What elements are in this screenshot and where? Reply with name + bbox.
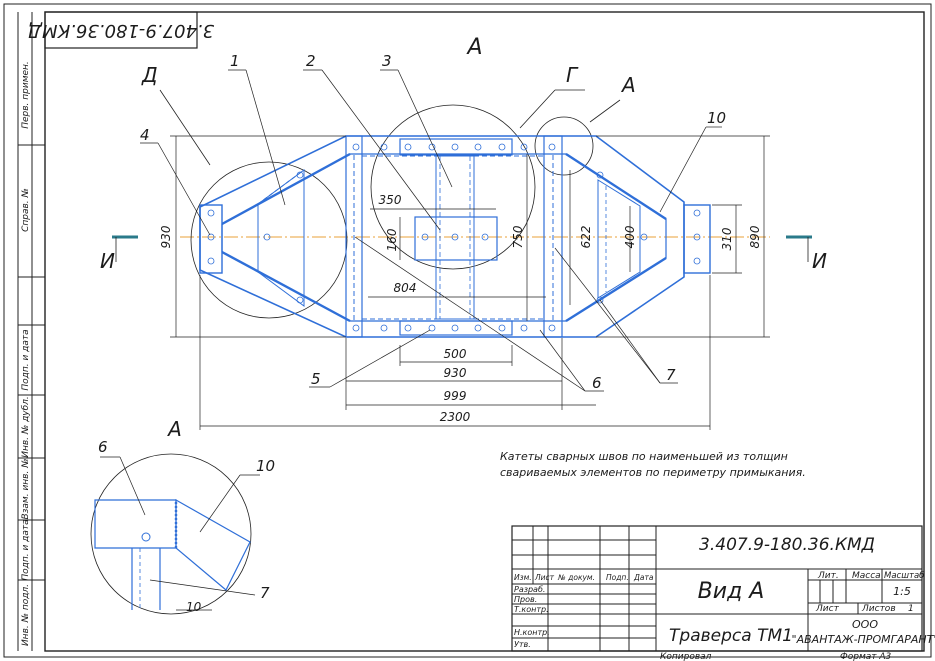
tb-scale-label: Масштаб <box>884 571 924 581</box>
side-label: Справ. № <box>21 188 31 232</box>
dim-750: 750 <box>511 225 525 248</box>
side-label: Подп. и дата <box>21 519 31 580</box>
callout-label-g: Г <box>566 63 579 87</box>
detail-position: 6 <box>98 438 108 456</box>
detail-view-a: А 6 10 7 10 <box>90 417 275 615</box>
tb-header: Подп. <box>606 573 629 582</box>
tb-sheets-label: Листов <box>861 604 896 614</box>
tb-role: Разраб. <box>514 585 545 594</box>
section-label-left: И <box>100 249 115 273</box>
dim-350: 350 <box>379 193 402 207</box>
outer-frame <box>3 3 932 658</box>
leader-g <box>519 89 556 129</box>
tb-header: Лист <box>534 573 555 582</box>
tb-code: 3.407.9-180.36.КМД <box>699 535 875 555</box>
detail-weld-size: 10 <box>186 600 202 614</box>
side-label: Взам. инв. № <box>21 458 31 519</box>
tb-scale-value: 1:5 <box>893 585 911 598</box>
callout-label-d: Д <box>141 63 158 87</box>
detail-position: 10 <box>256 457 275 475</box>
title-block <box>511 525 923 652</box>
tb-copied: Копировал <box>660 652 712 661</box>
side-labels: Перв. примен. Справ. № Подп. и дата Инв.… <box>21 61 31 646</box>
detail-position: 7 <box>260 584 270 602</box>
section-mark-left: И <box>100 235 138 273</box>
tb-sheet-name: Вид А <box>698 579 765 604</box>
tb-company-1: ООО <box>852 618 878 631</box>
note-line-1: Катеты сварных швов по наименьшей из тол… <box>500 450 788 463</box>
dimension-lines <box>170 135 770 430</box>
code-stamp-text: 3.407.9-180.36.КМД <box>28 20 214 41</box>
dim-930-left: 930 <box>159 225 173 248</box>
dim-500: 500 <box>444 347 467 361</box>
position-number: 2 <box>306 52 316 70</box>
leader-d <box>159 89 211 166</box>
position-number: 4 <box>140 126 150 144</box>
tb-header: Изм. <box>514 573 532 582</box>
tb-sheet-label: Лист <box>815 604 840 614</box>
callout-circle-a <box>534 116 594 176</box>
view-label-a: А <box>465 35 482 60</box>
tb-role: Пров. <box>514 595 537 604</box>
section-mark-right: И <box>786 235 827 273</box>
callout-label-a: А <box>620 73 636 97</box>
side-label: Подп. и дата <box>21 329 31 390</box>
leader-a <box>589 99 621 123</box>
position-number: 5 <box>311 370 321 388</box>
position-leaders <box>140 69 722 392</box>
tb-lit: Лит. <box>817 571 839 581</box>
detail-title: А <box>166 417 182 441</box>
traverse-plan <box>199 135 711 338</box>
dim-2300: 2300 <box>440 410 471 424</box>
tb-company-2: "АВАНТАЖ-ПРОМГАРАНТ" <box>792 633 935 646</box>
position-number: 3 <box>382 52 392 70</box>
dim-804: 804 <box>394 281 417 295</box>
dim-890: 890 <box>748 225 762 248</box>
side-label: Перв. примен. <box>21 61 31 129</box>
side-label: Инв. № дубл. <box>21 396 31 458</box>
dim-400: 400 <box>623 225 637 248</box>
inner-frame <box>44 11 925 652</box>
tb-header: Дата <box>633 573 654 582</box>
tb-role: Т.контр. <box>514 605 549 614</box>
code-stamp <box>44 11 198 49</box>
dim-999: 999 <box>444 389 467 403</box>
side-strip-dividers <box>18 144 45 581</box>
position-number: 1 <box>230 52 240 70</box>
dim-622: 622 <box>579 226 593 249</box>
section-label-right: И <box>812 249 827 273</box>
dim-930-bottom: 930 <box>444 366 467 380</box>
position-number: 7 <box>666 366 676 384</box>
callout-circle-g <box>370 104 536 270</box>
tb-sheets-value: 1 <box>908 604 914 614</box>
position-numbers: 1 2 3 4 5 6 7 10 <box>140 52 726 392</box>
title-block-text: 3.407.9-180.36.КМД Изм. Лист № докум. По… <box>514 535 935 661</box>
tb-role: Утв. <box>514 640 531 649</box>
position-number: 6 <box>592 374 602 392</box>
position-number: 10 <box>707 109 726 127</box>
dimension-values: 350 160 804 500 930 999 2300 930 750 622… <box>159 193 762 424</box>
tb-role: Н.контр. <box>514 628 550 637</box>
side-label: Инв. № подл. <box>21 584 31 646</box>
tb-mass: Масса <box>852 571 881 581</box>
tb-part-name: Траверса ТМ1 <box>669 626 793 646</box>
dim-310: 310 <box>720 227 734 250</box>
tb-header: № докум. <box>557 573 595 582</box>
tb-format: Формат А3 <box>840 652 892 661</box>
callout-circle-d <box>190 161 348 319</box>
dim-160: 160 <box>385 228 399 251</box>
note-line-2: свариваемых элементов по периметру примы… <box>500 466 806 479</box>
